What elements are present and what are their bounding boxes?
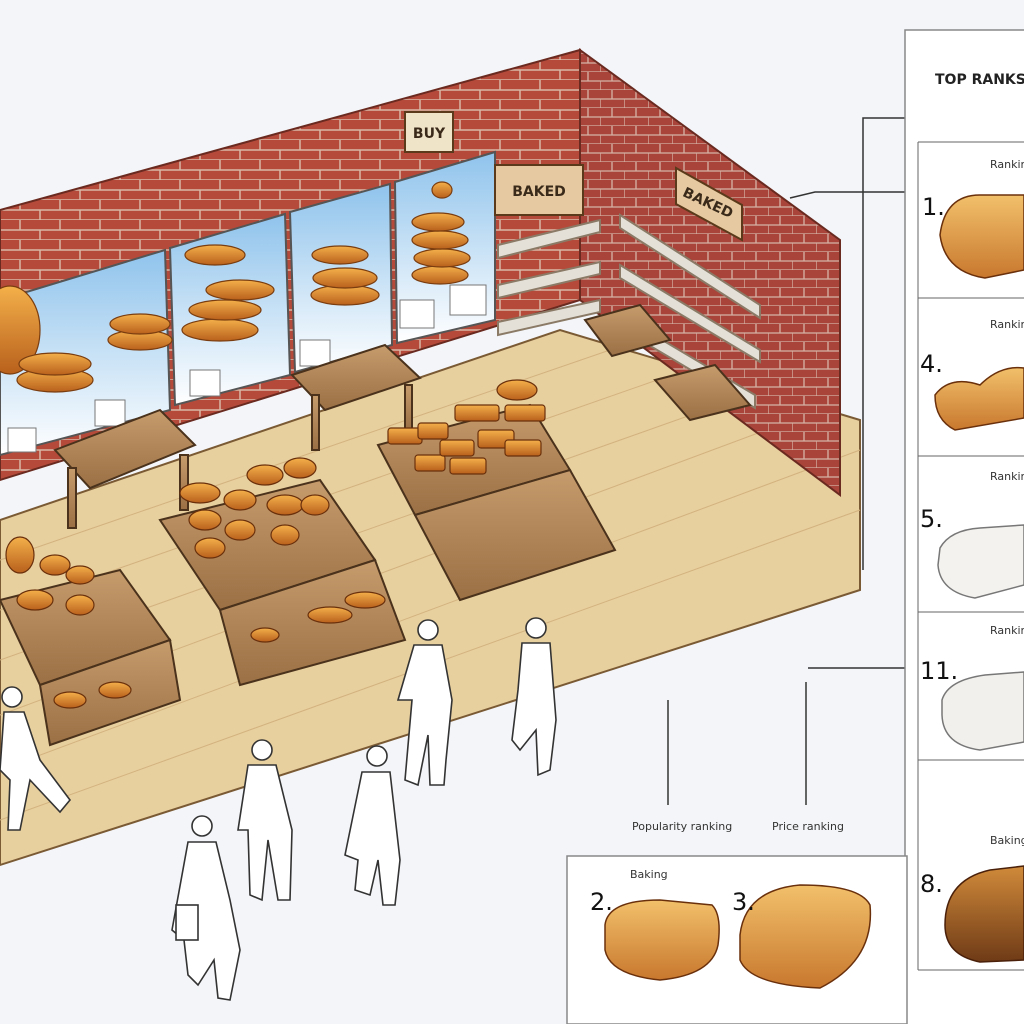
bread-rank-1	[939, 194, 1024, 279]
rank-4-number: 4.	[920, 350, 943, 378]
bottom-baking-panel	[566, 855, 908, 1024]
rank-1-number: 1.	[922, 193, 945, 221]
rank-4-heading: Ranking	[990, 318, 1024, 331]
rank-5-number: 5.	[920, 505, 943, 533]
bread-rank-11	[941, 671, 1024, 751]
wood-floor	[0, 328, 861, 867]
ranking-panel	[904, 29, 1024, 1024]
bread-items	[5, 379, 546, 709]
rank-11-heading: Ranking	[990, 624, 1024, 637]
wooden-tables	[53, 303, 752, 529]
bread-posters	[0, 150, 496, 457]
bread-rank-8	[944, 865, 1024, 963]
bread-rank-3	[739, 884, 872, 989]
bottom-panel-heading: Baking	[630, 868, 668, 881]
connector-lines	[667, 117, 905, 805]
rank-1-heading: Ranking	[990, 158, 1024, 171]
bread-rank-4	[934, 366, 1024, 431]
rank-5-heading: Ranking	[990, 470, 1024, 483]
floor-label-right: Price ranking	[772, 820, 844, 833]
baked-sign-left: BAKED	[512, 184, 566, 200]
bread-rank-5	[937, 524, 1024, 599]
ranking-panel-title: TOP RANKS	[935, 72, 1024, 88]
rank-2-number: 2.	[590, 888, 613, 916]
buy-sign: BUY	[413, 126, 446, 142]
bread-rank-2	[604, 899, 720, 981]
rank-11-number: 11.	[920, 657, 959, 685]
floor-label-left: Popularity ranking	[632, 820, 733, 833]
rank-8-number: 8.	[920, 870, 943, 898]
rank-8-heading: Baking	[990, 834, 1024, 847]
rank-3-number: 3.	[732, 888, 755, 916]
shopper-figures	[0, 617, 557, 1001]
